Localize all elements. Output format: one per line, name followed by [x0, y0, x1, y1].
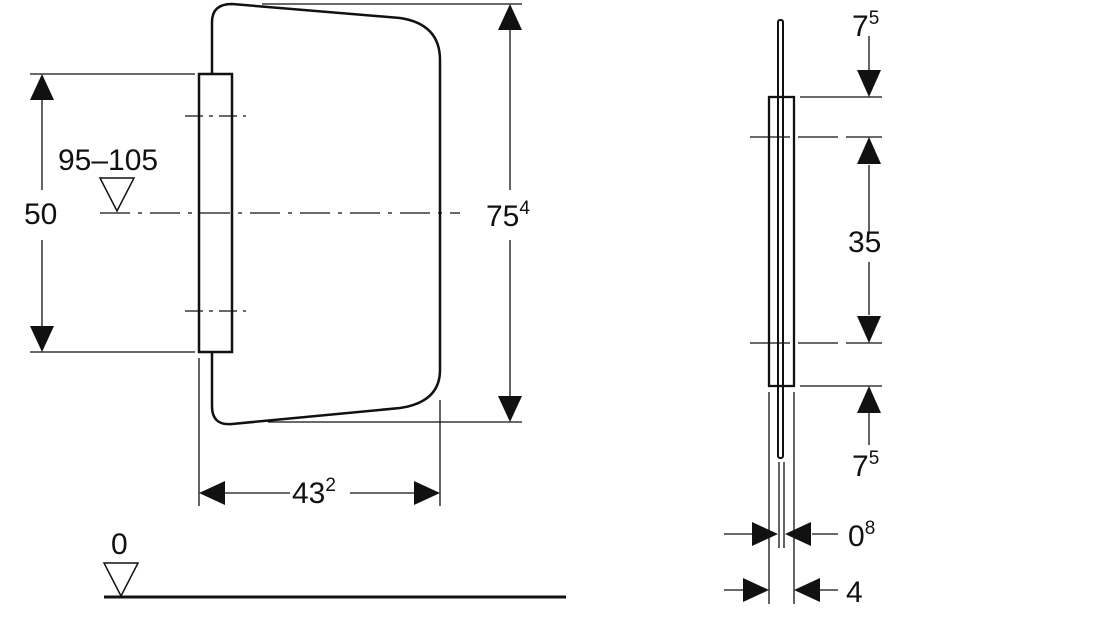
total-depth-label: 4 [846, 576, 863, 609]
arrow-down [498, 396, 522, 422]
arrow-up [857, 137, 881, 164]
panel-outline [210, 2, 442, 426]
hole-spacing-label: 35 [848, 226, 881, 259]
mounting-rail [197, 72, 234, 354]
floor-level-label: 0 [111, 528, 128, 561]
arrow-left [199, 481, 225, 505]
arrow-left [785, 522, 811, 546]
height-range-label: 95–105 [58, 144, 158, 177]
overall-height-label: 754 [486, 198, 530, 233]
arrow-up [30, 74, 54, 100]
arrow-left [794, 578, 820, 602]
mount-height-label: 50 [24, 198, 57, 231]
arrow-up [857, 386, 881, 413]
arrowheads [30, 4, 881, 602]
bottom-offset-label: 75 [852, 448, 879, 483]
arrow-right [752, 522, 778, 546]
arrow-right [743, 578, 769, 602]
width-label: 432 [292, 475, 336, 510]
arrow-up [498, 4, 522, 30]
arrow-right [414, 481, 440, 505]
arrow-down [857, 316, 881, 343]
top-offset-label: 75 [852, 8, 879, 43]
arrow-down [30, 326, 54, 352]
plate-thickness-label: 08 [848, 518, 875, 553]
arrow-down [857, 70, 881, 97]
side-plate [777, 19, 784, 459]
side-rail [767, 95, 796, 388]
